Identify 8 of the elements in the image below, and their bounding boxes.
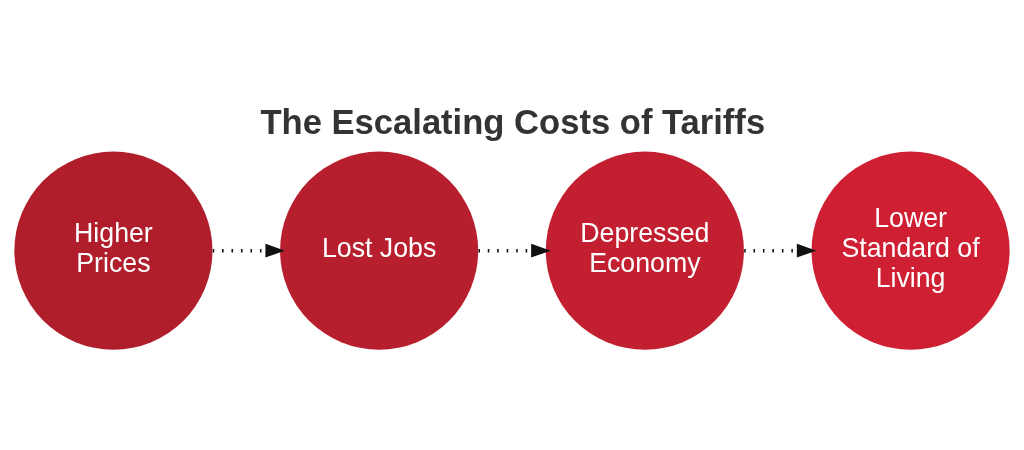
arrow [212,243,285,257]
node-circle: Lost Jobs [280,151,479,350]
diagram-title: The Escalating Costs of Tariffs [260,102,766,141]
node-circle: Lower Standard of Living [811,151,1010,350]
arrow [744,243,817,257]
node-circle: Higher Prices [14,151,213,350]
node-circle: Depressed Economy [545,151,744,350]
arrow [478,243,551,257]
